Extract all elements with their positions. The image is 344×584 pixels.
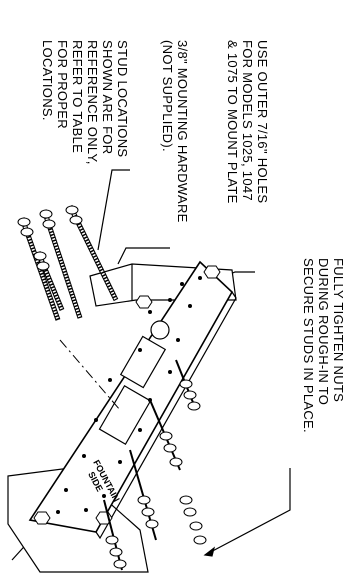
stud-nuts-upper: [17, 205, 83, 271]
washer: [163, 443, 177, 453]
note-outer-holes: USE OUTER 7/16" HOLES FOR MODELS 1025, 1…: [225, 40, 270, 204]
bolt-hole: [84, 508, 88, 512]
washer: [109, 547, 123, 557]
nut: [179, 379, 193, 389]
nut: [179, 495, 193, 505]
nut: [187, 401, 201, 411]
nut: [39, 209, 53, 219]
leader-fully-tighten-arrow: [203, 546, 216, 557]
nut: [33, 251, 47, 261]
corner-nut: [203, 265, 221, 279]
washer: [69, 215, 83, 225]
bolt-hole: [198, 276, 202, 280]
corner-nut: [33, 511, 51, 525]
note-fully-tighten-line-3: SECURE STUDS IN PLACE.: [301, 258, 316, 433]
mounting-plate: FOUNTAIN SIDE: [28, 260, 237, 540]
centerline: [59, 339, 121, 411]
note-fully-tighten-line-2: DURING ROUGH-IN TO: [316, 258, 331, 405]
note-stud-locations-line-1: STUD LOCATIONS: [115, 40, 130, 157]
note-outer-holes-line-2: FOR MODELS 1025, 1047: [240, 40, 255, 201]
washer: [36, 261, 50, 271]
nut: [65, 205, 79, 215]
washer: [183, 390, 197, 400]
centerlines: [59, 339, 121, 411]
note-stud-locations: STUD LOCATIONS SHOWN ARE FOR REFERENCE O…: [40, 40, 130, 165]
bolt-hole: [102, 494, 106, 498]
note-outer-holes-line-1: USE OUTER 7/16" HOLES: [255, 40, 270, 203]
nut: [145, 519, 159, 529]
note-stud-locations-line-2: SHOWN ARE FOR: [100, 40, 115, 154]
plate-corner-nuts: [33, 265, 221, 525]
bolt-hole: [82, 454, 86, 458]
bolt-hole: [138, 428, 142, 432]
bolt-hole: [108, 378, 112, 382]
note-mounting-hardware: 3/8" MOUNTING HARDWARE (NOT SUPPLIED).: [160, 40, 190, 223]
washer: [141, 507, 155, 517]
note-fully-tighten: FULLY TIGHTEN NUTS DURING ROUGH-IN TO SE…: [301, 258, 344, 433]
plate-bolt-holes: [56, 276, 202, 514]
washer: [42, 219, 56, 229]
washer: [183, 507, 197, 517]
plate-edge-thickness: [95, 291, 237, 540]
note-stud-locations-line-6: LOCATIONS.: [40, 40, 55, 121]
note-stud-locations-line-3: REFERENCE ONLY,: [85, 40, 100, 165]
washer: [20, 227, 34, 237]
note-mounting-hardware-line-1: 3/8" MOUNTING HARDWARE: [175, 40, 190, 223]
plate-cutout-lower: [98, 385, 152, 445]
nut: [113, 559, 127, 569]
bolt-hole: [94, 418, 98, 422]
note-mounting-hardware-line-2: (NOT SUPPLIED).: [160, 40, 175, 152]
stud-nuts-lower: [105, 379, 207, 569]
plate-round-hole: [150, 320, 170, 340]
nut: [17, 217, 31, 227]
bolt-hole: [188, 304, 192, 308]
note-stud-locations-line-5: FOR PROPER: [55, 40, 70, 129]
plate-cutout-upper: [119, 335, 167, 389]
corner-nut: [135, 295, 153, 309]
leader-fully-tighten: [204, 468, 291, 556]
bolt-hole: [168, 298, 172, 302]
bolt-hole: [138, 348, 142, 352]
note-fully-tighten-line-1: FULLY TIGHTEN NUTS: [331, 258, 344, 402]
bolt-hole: [180, 282, 184, 286]
bolt-hole: [148, 310, 152, 314]
bolt-hole: [168, 370, 172, 374]
note-stud-locations-line-4: REFER TO TABLE: [70, 40, 85, 153]
bolt-hole: [56, 510, 60, 514]
bolt-hole: [64, 488, 68, 492]
nut: [137, 495, 151, 505]
bolt-hole: [176, 338, 180, 342]
leader-stud-locations: [97, 169, 130, 251]
nut: [169, 457, 183, 467]
note-outer-holes-line-3: & 1075 TO MOUNT PLATE: [225, 40, 240, 204]
washer: [193, 535, 207, 545]
leader-mounting-hardware: [117, 247, 170, 265]
bolt-hole: [118, 460, 122, 464]
nut: [105, 535, 119, 545]
nut: [159, 431, 173, 441]
nut: [189, 521, 203, 531]
